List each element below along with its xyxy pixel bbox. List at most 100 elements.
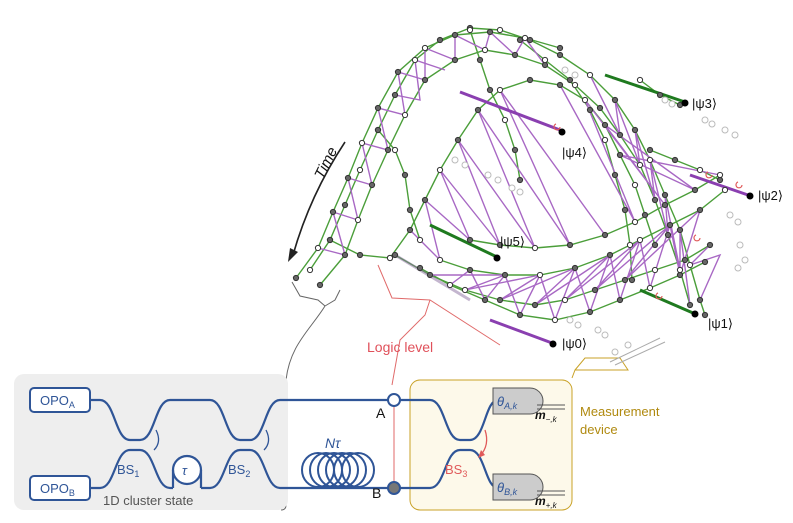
lattice-node <box>696 296 704 304</box>
lattice-node <box>394 68 402 76</box>
lattice-node <box>511 146 519 154</box>
lattice-node <box>651 196 659 204</box>
ntau-label: Nτ <box>325 435 341 451</box>
lattice-node <box>292 274 300 282</box>
delay-line-coil <box>301 452 375 488</box>
lattice-node <box>631 181 639 189</box>
lattice-node <box>636 236 644 244</box>
lattice-node <box>556 44 564 52</box>
lattice-node <box>611 171 619 179</box>
lattice-node <box>496 26 504 34</box>
label-psi1: |ψ1⟩ <box>708 316 733 331</box>
lattice-node <box>476 56 484 64</box>
lattice-node <box>354 216 362 224</box>
lattice-node <box>446 281 454 289</box>
lattice-node <box>421 196 429 204</box>
lattice-node <box>531 244 539 252</box>
lattice-node <box>436 256 444 264</box>
lattice-node <box>671 156 679 164</box>
lattice-node <box>586 106 594 114</box>
m-minus: m <box>535 408 546 422</box>
lattice-node <box>466 236 474 244</box>
optical-paths <box>90 398 499 490</box>
measurement-label-1: Measurement <box>580 404 660 419</box>
lattice-node <box>451 56 459 64</box>
lattice-node <box>516 311 524 319</box>
lattice-node <box>636 161 644 169</box>
lattice-node <box>661 191 669 199</box>
detector-b: θB,k m+,k <box>492 473 565 510</box>
lattice-node <box>616 151 624 159</box>
lattice-nodes <box>292 24 729 324</box>
m-plus-sub: +,k <box>546 501 558 510</box>
port-a-node <box>387 393 401 407</box>
measurement-label-2: device <box>580 422 618 437</box>
tau-label: τ <box>182 463 188 478</box>
lattice-node <box>451 31 459 39</box>
opo-b: OPOB <box>29 475 91 501</box>
opo-a-label: OPO <box>40 393 69 408</box>
lattice-node <box>526 76 534 84</box>
lattice-node <box>656 91 664 99</box>
lattice-node <box>586 308 594 316</box>
theta-a-sub: A,k <box>503 401 518 411</box>
lattice-node <box>501 271 509 279</box>
coil-loop <box>317 452 351 488</box>
lattice-node <box>314 244 322 252</box>
svg-text:θA,k: θA,k <box>497 394 518 411</box>
lattice-node <box>706 241 714 249</box>
theta-b: θ <box>497 480 504 495</box>
lattice-node <box>474 106 482 114</box>
svg-text:m−,k: m−,k <box>535 408 558 424</box>
lattice-node <box>344 174 352 182</box>
qubit-tails <box>394 73 749 345</box>
lattice-node <box>701 258 709 266</box>
cluster-lattice <box>292 24 754 356</box>
svg-text:BS1: BS1 <box>117 462 139 479</box>
coil-loop <box>341 452 375 488</box>
theta-b-sub: B,k <box>504 487 518 497</box>
lattice-node <box>691 186 699 194</box>
lattice-node <box>391 146 399 154</box>
lattice-node <box>626 241 634 249</box>
time-label: Time <box>311 144 341 181</box>
measurement-ghost-arrows <box>609 337 666 366</box>
lattice-node <box>716 171 724 179</box>
qubit-labels: |ψ3⟩ |ψ4⟩ |ψ2⟩ |ψ5⟩ |ψ1⟩ |ψ0⟩ <box>500 96 783 351</box>
lattice-node <box>536 271 544 279</box>
lattice-node <box>651 241 659 249</box>
coil-loop <box>333 452 367 488</box>
lattice-node <box>541 61 549 69</box>
lattice-node <box>516 176 524 184</box>
lattice-node <box>481 46 489 54</box>
lattice-node <box>666 221 674 229</box>
lattice-node <box>681 256 689 264</box>
label-psi0: |ψ0⟩ <box>562 336 587 351</box>
lattice-node <box>628 276 636 284</box>
lattice-node <box>551 316 559 324</box>
lattice-node <box>416 236 424 244</box>
lattice-node <box>621 276 629 284</box>
svg-text:OPOA: OPOA <box>40 393 75 410</box>
lattice-node <box>541 56 549 64</box>
cluster-state-caption: 1D cluster state <box>103 493 193 508</box>
port-b-node <box>387 481 401 495</box>
lattice-node <box>526 36 534 44</box>
label-psi2: |ψ2⟩ <box>758 188 783 203</box>
lattice-node <box>556 81 564 89</box>
lattice-node <box>391 91 399 99</box>
m-minus-sub: −,k <box>546 415 558 424</box>
lattice-node <box>416 264 424 272</box>
lattice-node <box>521 34 529 42</box>
lattice-node <box>401 111 409 119</box>
svg-text:BS2: BS2 <box>228 462 250 479</box>
lattice-node <box>581 96 589 104</box>
lattice-node <box>436 36 444 44</box>
lattice-node <box>616 296 624 304</box>
lattice-node <box>306 266 314 274</box>
lattice-node <box>341 201 349 209</box>
lattice-node <box>641 211 649 219</box>
lattice-node <box>511 51 519 59</box>
lattice-node <box>436 166 444 174</box>
opo-b-label: OPO <box>40 481 69 496</box>
